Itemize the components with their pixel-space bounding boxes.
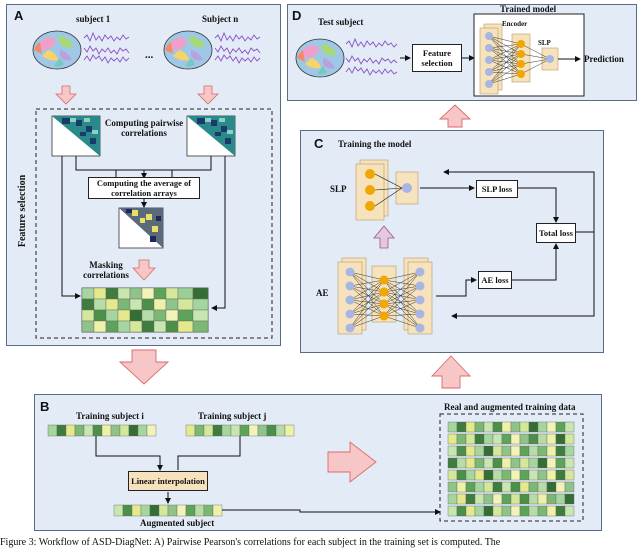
panel-a-label: A bbox=[14, 8, 24, 23]
arrow-ae-to-slp bbox=[373, 225, 395, 249]
trained-model-network bbox=[479, 23, 559, 95]
computing-pairwise-label: Computing pairwise correlations bbox=[104, 118, 184, 138]
ellipsis-label: ... bbox=[145, 49, 154, 61]
feature-selection-vertical-label: Feature selection bbox=[17, 174, 28, 248]
signal-subject-n bbox=[214, 31, 261, 64]
augmented-subject-strip bbox=[113, 504, 223, 517]
feature-selection-frame bbox=[35, 108, 273, 339]
encoder-label: Encoder bbox=[502, 20, 528, 28]
training-subject-j-strip bbox=[185, 424, 295, 437]
masking-label: Masking correlations bbox=[83, 260, 129, 280]
connector-a bbox=[75, 156, 212, 178]
feature-selection-box: Feature selection bbox=[412, 44, 462, 72]
signal-test-subject bbox=[345, 37, 398, 76]
masked-feature-table bbox=[81, 287, 209, 333]
subject-1-label: subject 1 bbox=[76, 14, 111, 24]
down-arrow-subject-1 bbox=[55, 85, 77, 105]
ae-loss-box: AE loss bbox=[478, 271, 512, 289]
training-subject-i-strip bbox=[47, 424, 157, 437]
signal-subject-1 bbox=[83, 31, 130, 64]
subject-n-label: Subject n bbox=[202, 14, 239, 24]
panel-c-label: C bbox=[314, 136, 324, 151]
panel-d-label: D bbox=[292, 8, 302, 23]
brain-subject-n bbox=[163, 30, 213, 70]
total-loss-box: Total loss bbox=[536, 223, 576, 243]
training-subject-j-label: Training subject j bbox=[198, 411, 267, 421]
linear-interpolation-box: Linear interpolation bbox=[128, 471, 208, 491]
trained-slp-label: SLP bbox=[538, 39, 551, 47]
trained-model-label: Trained model bbox=[500, 4, 557, 14]
training-model-title: Training the model bbox=[338, 139, 412, 149]
test-subject-label: Test subject bbox=[318, 17, 364, 27]
arrow-a-to-b bbox=[118, 349, 170, 385]
figure-caption: Figure 3: Workflow of ASD-DiagNet: A) Pa… bbox=[0, 537, 501, 548]
down-arrow-subject-n bbox=[197, 85, 219, 105]
arrow-c-to-d bbox=[438, 104, 472, 128]
arrow-b-to-c bbox=[430, 355, 472, 389]
augmented-data-frame bbox=[439, 413, 584, 522]
ae-network bbox=[337, 257, 433, 335]
correlation-matrix-n bbox=[186, 115, 236, 157]
slp-loss-box: SLP loss bbox=[476, 180, 518, 198]
augmented-subject-label: Augmented subject bbox=[140, 518, 215, 528]
correlation-matrix-1 bbox=[51, 115, 101, 157]
down-arrow-masking bbox=[132, 259, 156, 281]
prediction-label: Prediction bbox=[584, 54, 624, 64]
average-correlation-matrix bbox=[118, 207, 164, 249]
training-subject-i-label: Training subject i bbox=[76, 411, 144, 421]
brain-subject-1 bbox=[32, 30, 82, 70]
slp-network bbox=[355, 159, 419, 221]
ae-label: AE bbox=[316, 288, 329, 298]
panel-b-label: B bbox=[40, 399, 50, 414]
arrow-augmentation bbox=[327, 441, 377, 483]
augmented-data-table bbox=[447, 421, 575, 517]
brain-test-subject bbox=[295, 38, 345, 78]
computing-average-box: Computing the average of correlation arr… bbox=[88, 177, 200, 199]
real-augmented-label: Real and augmented training data bbox=[444, 402, 576, 412]
slp-label: SLP bbox=[330, 184, 347, 194]
